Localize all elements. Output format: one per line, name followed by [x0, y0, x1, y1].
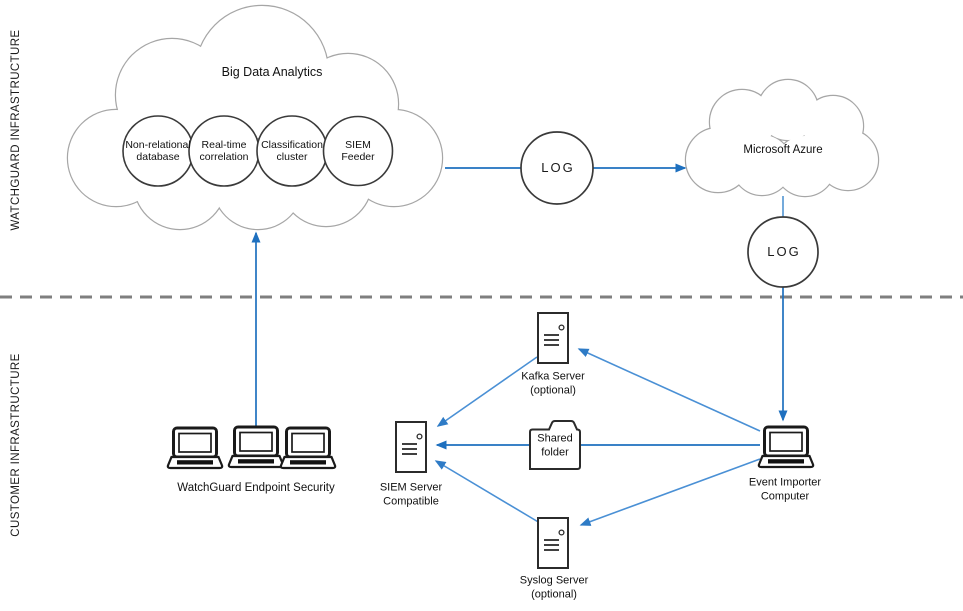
event-importer-to-kafka-arrow [577, 348, 761, 432]
non-relational-db-label-line2: database [136, 151, 180, 163]
siem-server-label-line1: SIEM Server [379, 481, 443, 494]
syslog-server-label-line2: (optional) [531, 588, 577, 600]
connectors [251, 163, 788, 526]
siem-feeder-label-line2: Feeder [341, 151, 375, 163]
endpoint-laptop-3-icon [279, 426, 337, 470]
syslog-server-label-line1: Syslog Server [519, 574, 589, 587]
event-importer-label-line2: Computer [760, 490, 810, 502]
kafka-server-label-line2: (optional) [530, 384, 576, 396]
kafka-server-icon [537, 312, 569, 364]
analytics-component-circles [122, 115, 394, 187]
log-badge-upper-circle [520, 131, 594, 205]
azure-cloud-shape [684, 78, 880, 198]
classification-cluster-label-line2: cluster [276, 151, 308, 163]
real-time-correlation-label-line2: correlation [199, 151, 249, 163]
non-relational-db-label-line1: Non-relational [125, 138, 191, 151]
kafka-to-siem-arrow [436, 356, 538, 427]
event-importer-to-syslog-arrow [579, 458, 761, 526]
real-time-correlation-label-line1: Real-time [201, 138, 247, 151]
zone-label-watchguard: WATCHGUARD INFRASTRUCTURE [10, 29, 22, 231]
event-importer-laptop-icon [757, 425, 815, 469]
event-importer-label: Event Importer Computer [749, 476, 821, 504]
classification-cluster-label: Classification cluster [261, 139, 323, 163]
shared-folder-label-line1: Shared [537, 432, 573, 445]
endpoint-laptop-1-icon [166, 426, 224, 470]
endpoint-security-label: WatchGuard Endpoint Security [177, 481, 335, 494]
siem-feeder-label: SIEM Feeder [341, 139, 374, 163]
kafka-server-label: Kafka Server (optional) [521, 370, 585, 398]
syslog-server-icon [537, 517, 569, 569]
log-badge-lower-circle [747, 216, 819, 288]
azure-cloud-title: Microsoft Azure [743, 143, 823, 156]
shared-folder-label: Shared folder [537, 432, 572, 460]
non-relational-db-label: Non-relational database [125, 139, 190, 163]
siem-server-icon [395, 421, 427, 473]
shared-folder-label-line2: folder [541, 446, 569, 458]
endpoint-laptop-2-icon [227, 425, 285, 469]
log-badge-upper-label: LOG [541, 159, 575, 175]
siem-feeder-circle [322, 115, 394, 187]
kafka-server-label-line1: Kafka Server [521, 370, 585, 383]
log-badge-lower-label: LOG [767, 243, 801, 259]
zone-label-customer: CUSTOMER INFRASTRUCTURE [10, 353, 22, 537]
syslog-to-siem-arrow [434, 460, 541, 524]
event-importer-label-line1: Event Importer [748, 476, 822, 489]
big-data-cloud-title: Big Data Analytics [221, 65, 323, 80]
classification-cluster-label-line1: Classification [261, 138, 323, 151]
big-data-cloud-shape [66, 4, 444, 231]
siem-server-label: SIEM Server Compatible [380, 481, 442, 509]
siem-server-label-line2: Compatible [383, 495, 439, 507]
syslog-server-label: Syslog Server (optional) [520, 574, 588, 602]
siem-feeder-label-line1: SIEM [345, 138, 371, 151]
real-time-correlation-label: Real-time correlation [199, 139, 248, 163]
shared-folder-icon [529, 420, 581, 470]
